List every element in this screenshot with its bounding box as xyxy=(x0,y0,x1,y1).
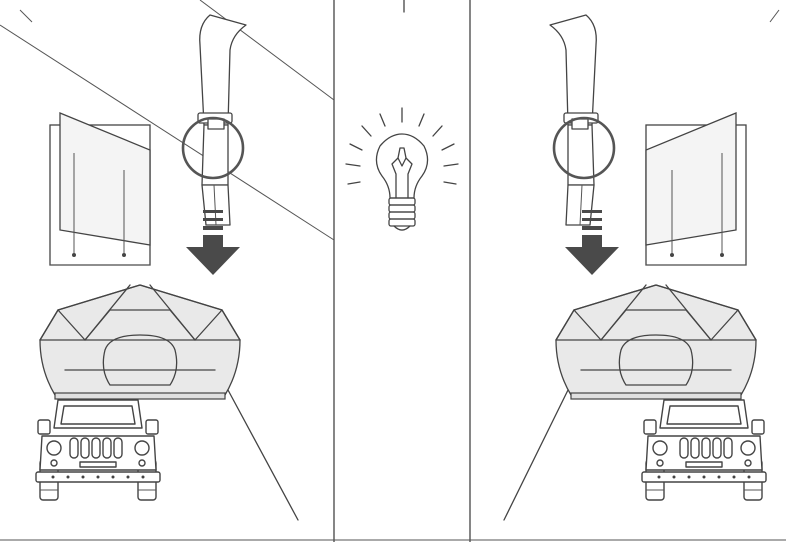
panel-left xyxy=(0,0,334,520)
down-arrow-icon xyxy=(186,210,240,275)
ladder-line xyxy=(504,390,568,520)
rooftop-tent-icon xyxy=(40,285,240,399)
rooftop-tent-icon xyxy=(556,285,756,399)
corner-mark xyxy=(20,10,32,22)
panel-right xyxy=(504,0,786,520)
window-panel-icon xyxy=(646,113,746,265)
window-panel-icon xyxy=(50,113,150,265)
corner-mark xyxy=(770,10,779,22)
light-bulb-icon xyxy=(346,108,458,230)
jeep-front-icon xyxy=(642,400,766,500)
jeep-front-icon xyxy=(36,400,160,500)
ladder-line xyxy=(228,390,298,520)
